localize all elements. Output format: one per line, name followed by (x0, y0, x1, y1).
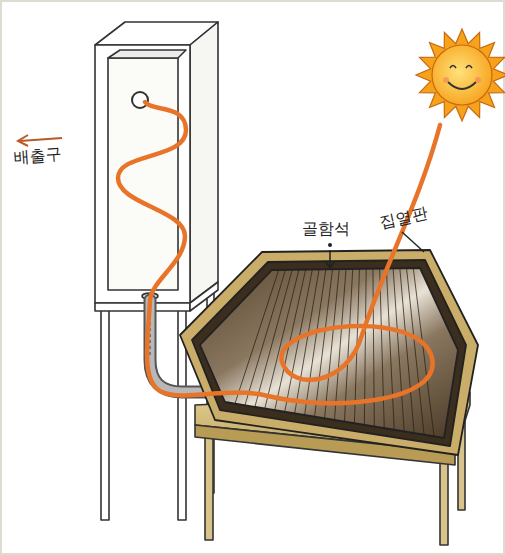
corrugated-tin (200, 268, 458, 438)
cabinet-base (95, 303, 190, 311)
corrugation-rib (344, 269, 352, 422)
part-label: 골함석 (302, 219, 350, 240)
corrugation-rib (386, 268, 394, 429)
sun-eyes (450, 66, 472, 69)
corrugation-rib (305, 269, 326, 415)
outlet-arrowhead (18, 135, 28, 146)
outlet-arrow (20, 138, 62, 141)
leader-line (402, 232, 424, 252)
drying-cabinet (95, 22, 218, 520)
sun-face (432, 45, 492, 105)
corrugation-rib (393, 268, 404, 431)
sun-cheek (475, 77, 481, 83)
corrugation-rib (235, 270, 279, 404)
corrugation-rib (373, 269, 374, 427)
panel-border (192, 260, 466, 446)
corrugation-rib (335, 269, 347, 420)
part-label: 배출구 (13, 144, 62, 168)
sun (416, 29, 505, 121)
panel-frame (180, 250, 478, 455)
stand-leg (205, 430, 213, 540)
cabinet-leg (101, 305, 109, 520)
leader-dot (328, 243, 332, 247)
corrugation-rib (400, 268, 414, 433)
heat-collector-panel (180, 250, 478, 455)
corrugation-ribs (235, 268, 434, 436)
sun-cheek (443, 77, 449, 83)
stand-leg (440, 455, 448, 545)
sun-rays (416, 29, 505, 121)
corrugation-rib (255, 270, 292, 407)
leader-arrow (325, 250, 335, 268)
corrugation-rib (325, 269, 340, 418)
sun-smile (448, 82, 476, 89)
corrugation-rib (245, 270, 286, 405)
corrugation-rib (407, 268, 425, 435)
air-flow-path (118, 102, 440, 403)
corrugation-rib (380, 269, 385, 429)
cabinet-inner-top (108, 50, 186, 58)
cabinet-side (190, 22, 218, 303)
corrugation-rib (275, 270, 306, 411)
corrugation-rib (315, 269, 333, 417)
